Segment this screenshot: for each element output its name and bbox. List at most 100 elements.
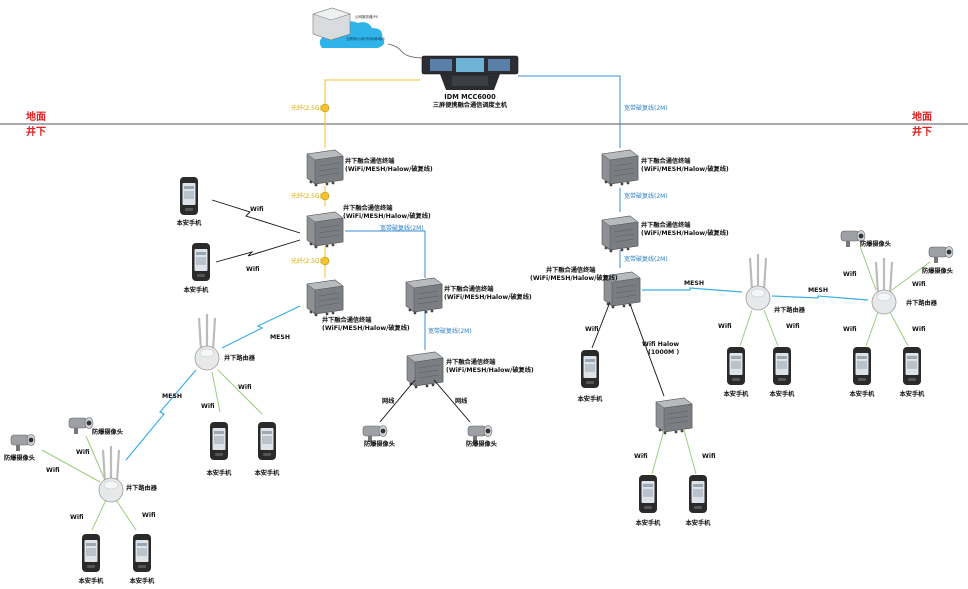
- svg-text:本安手机: 本安手机: [177, 219, 203, 227]
- label-above-right: 地面: [912, 110, 932, 123]
- svg-text:Wifi: Wifi: [843, 271, 857, 278]
- camera-1: 防爆摄像头: [4, 434, 36, 462]
- cable-label-3: 宽带破复线(2M): [624, 255, 668, 263]
- label-above-left: 地面: [26, 110, 46, 123]
- fiber-label-1: 光纤(2.5G): [291, 103, 330, 113]
- svg-text:本安手机: 本安手机: [686, 519, 712, 527]
- svg-text:MESH: MESH: [162, 393, 182, 400]
- host-model: IDM MCC6000: [444, 93, 496, 101]
- svg-text:(1000M ): (1000M ): [648, 349, 679, 356]
- link-mesh-2: MESH: [125, 369, 197, 461]
- svg-text:本安手机: 本安手机: [850, 390, 876, 398]
- svg-text:防爆摄像头: 防爆摄像头: [860, 240, 891, 248]
- cable-label-2: 宽带破复线(2M): [624, 192, 668, 200]
- svg-text:本安手机: 本安手机: [900, 390, 926, 398]
- terminal-9: [655, 397, 693, 435]
- host-name: 三屏便携融合通信调度主机: [433, 101, 508, 109]
- phone-8: 本安手机: [636, 475, 662, 527]
- phone-1: 本安手机: [177, 177, 203, 227]
- link-wifi-phone1: Wifi: [211, 199, 301, 234]
- fiber-label-2: 光纤(2.5G): [291, 191, 330, 201]
- link-wifi-b-phone2: Wifi: [115, 499, 156, 531]
- router-b: 井下路由器: [97, 444, 158, 504]
- svg-text:防爆摄像头: 防爆摄像头: [466, 440, 497, 448]
- server-caption: 公网服务器/PS: [355, 14, 379, 19]
- svg-text:(WiFi/MESH/Halow/破复线): (WiFi/MESH/Halow/破复线): [530, 274, 618, 282]
- phone-13: 本安手机: [900, 347, 926, 398]
- cloud-caption: 互联网/公网/专网/局域网: [346, 36, 385, 41]
- link-net-1: 网线: [379, 379, 416, 423]
- svg-text:本安手机: 本安手机: [255, 469, 281, 477]
- svg-text:本安手机: 本安手机: [578, 395, 604, 403]
- svg-text:防爆摄像头: 防爆摄像头: [4, 454, 35, 462]
- svg-text:(WiFi/MESH/Halow/破复线): (WiFi/MESH/Halow/破复线): [343, 212, 431, 220]
- phone-4: 本安手机: [255, 422, 281, 477]
- svg-text:Wifi Halow: Wifi Halow: [642, 341, 679, 348]
- link-wifi-d-cam1: Wifi: [843, 245, 877, 291]
- terminal-1: 井下融合通信终端 (WiFi/MESH/Halow/破复线): [306, 149, 433, 187]
- svg-text:防爆摄像头: 防爆摄像头: [364, 440, 395, 448]
- label-below-left: 井下: [26, 125, 46, 138]
- svg-text:本安手机: 本安手机: [770, 390, 796, 398]
- cable-label-1: 宽带破复线(2M): [624, 104, 668, 112]
- svg-text:Wifi: Wifi: [46, 467, 60, 474]
- cloud-host-link: [387, 43, 425, 59]
- link-mesh-1: MESH: [221, 305, 301, 349]
- phone-11: 本安手机: [770, 347, 796, 398]
- link-wifi-d-cam2: Wifi: [891, 261, 931, 291]
- svg-text:光纤(2.5G): 光纤(2.5G): [291, 192, 322, 200]
- phone-10: 本安手机: [724, 347, 749, 398]
- svg-text:本安手机: 本安手机: [636, 519, 662, 527]
- svg-text:Wifi: Wifi: [585, 326, 599, 333]
- link-wifi-t8-phone: Wifi: [585, 301, 611, 349]
- phone-5: 本安手机: [79, 534, 104, 585]
- svg-text:MESH: MESH: [270, 334, 290, 341]
- svg-text:井下融合通信终端: 井下融合通信终端: [444, 285, 494, 293]
- svg-text:Wifi: Wifi: [201, 403, 215, 410]
- phone-6: 本安手机: [130, 534, 155, 585]
- svg-text:井下路由器: 井下路由器: [126, 484, 158, 492]
- server-icon: 公网服务器/PS: [312, 7, 379, 41]
- link-mesh-4: MESH: [771, 287, 869, 301]
- svg-text:井下融合通信终端: 井下融合通信终端: [345, 157, 395, 165]
- terminal-8: 井下融合通信终端 (WiFi/MESH/Halow/破复线): [530, 266, 641, 309]
- camera-6: 防爆摄像头: [922, 246, 954, 275]
- cable-label-4: 宽带破复线(2M): [380, 224, 424, 232]
- link-wifi-b-cam2: Wifi: [76, 435, 105, 479]
- link-wifi-b-phone1: Wifi: [70, 499, 107, 531]
- svg-text:井下路由器: 井下路由器: [774, 306, 806, 314]
- link-wifi-d-phone1: Wifi: [843, 311, 879, 347]
- cable-label-5: 宽带破复线(2M): [428, 327, 472, 335]
- link-wifi-c2: Wifi: [763, 309, 800, 347]
- cable-backbone: [345, 75, 621, 350]
- svg-text:Wifi: Wifi: [70, 514, 84, 521]
- svg-text:(WiFi/MESH/Halow/破复线): (WiFi/MESH/Halow/破复线): [641, 165, 729, 173]
- svg-text:MESH: MESH: [684, 280, 704, 287]
- svg-text:井下融合通信终端: 井下融合通信终端: [641, 221, 691, 229]
- label-below-right: 井下: [912, 125, 932, 138]
- svg-text:(WiFi/MESH/Halow/破复线): (WiFi/MESH/Halow/破复线): [446, 366, 534, 374]
- link-halow: Wifi Halow (1000M ): [629, 303, 679, 397]
- svg-text:Wifi: Wifi: [786, 323, 800, 330]
- link-wifi-a1: Wifi: [201, 371, 221, 413]
- phone-2: 本安手机: [184, 243, 210, 294]
- svg-text:网线: 网线: [455, 397, 468, 405]
- link-wifi-c1: Wifi: [718, 309, 753, 347]
- svg-text:Wifi: Wifi: [246, 266, 260, 273]
- svg-text:Wifi: Wifi: [718, 323, 732, 330]
- link-wifi-a2: Wifi: [217, 369, 263, 415]
- svg-text:防爆摄像头: 防爆摄像头: [92, 428, 123, 436]
- svg-text:Wifi: Wifi: [912, 326, 926, 333]
- camera-4: 防爆摄像头: [466, 425, 497, 448]
- router-c: 井下路由器: [744, 252, 806, 314]
- camera-3: 防爆摄像头: [362, 425, 395, 448]
- link-wifi-d-phone2: Wifi: [889, 311, 926, 347]
- link-mesh-3: MESH: [642, 280, 743, 293]
- fiber-label-3: 光纤(2.5G): [291, 256, 330, 266]
- svg-text:网线: 网线: [382, 397, 395, 405]
- phone-9: 本安手机: [686, 475, 712, 527]
- svg-text:Wifi: Wifi: [843, 326, 857, 333]
- svg-text:Wifi: Wifi: [634, 453, 648, 460]
- link-wifi-t9-2: Wifi: [683, 429, 716, 475]
